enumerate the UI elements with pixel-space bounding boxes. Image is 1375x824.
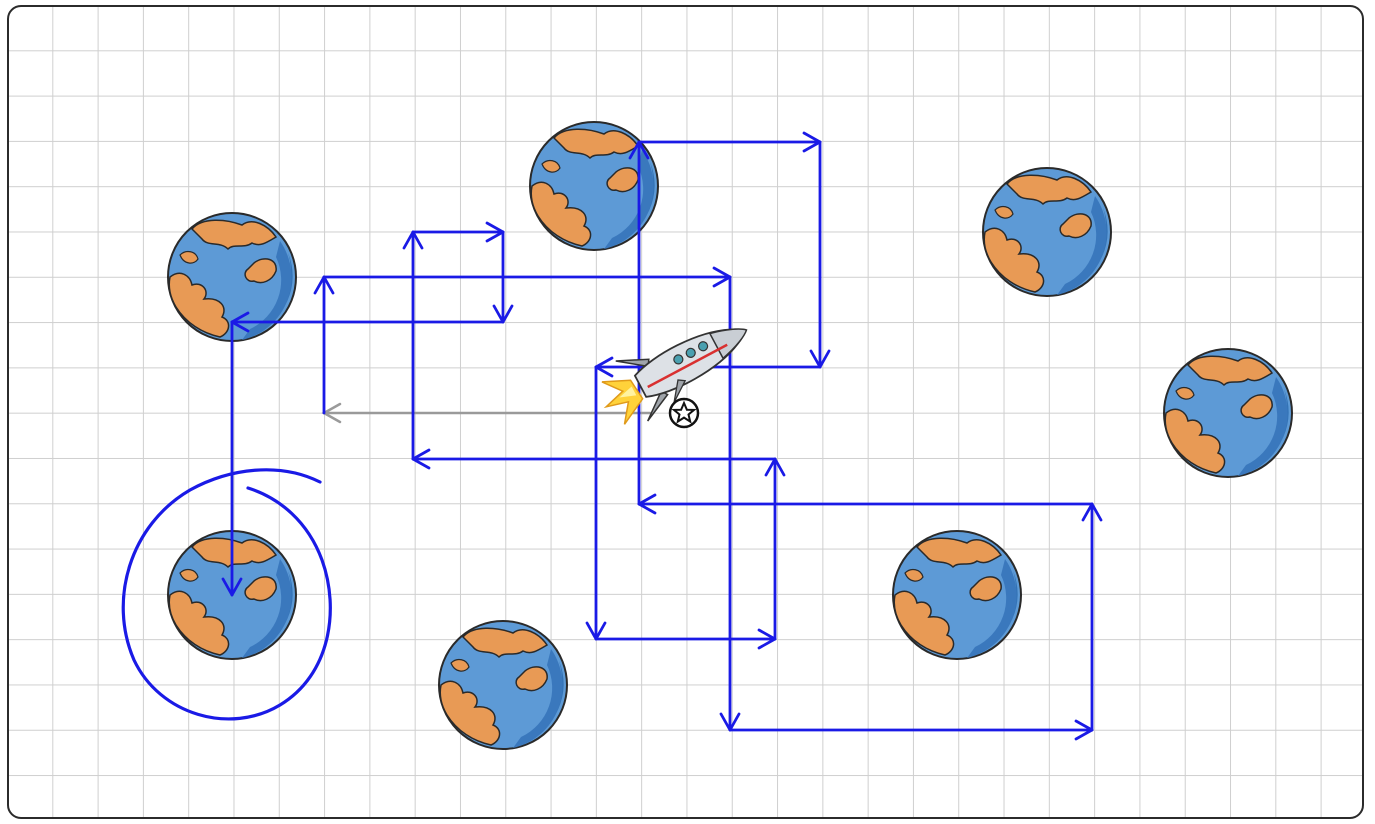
flight-path — [221, 131, 1103, 741]
arrowhead — [221, 577, 243, 597]
arrowhead — [628, 140, 650, 160]
target-highlight-circle — [121, 468, 332, 721]
planet-icon[interactable] — [1163, 348, 1293, 478]
star-badge-icon[interactable] — [668, 397, 700, 429]
planet-icon[interactable] — [892, 530, 1022, 660]
return-arrow — [321, 402, 652, 424]
rocket-icon[interactable] — [589, 300, 762, 435]
planet-icon[interactable] — [438, 620, 568, 750]
planet-icon[interactable] — [982, 167, 1112, 297]
